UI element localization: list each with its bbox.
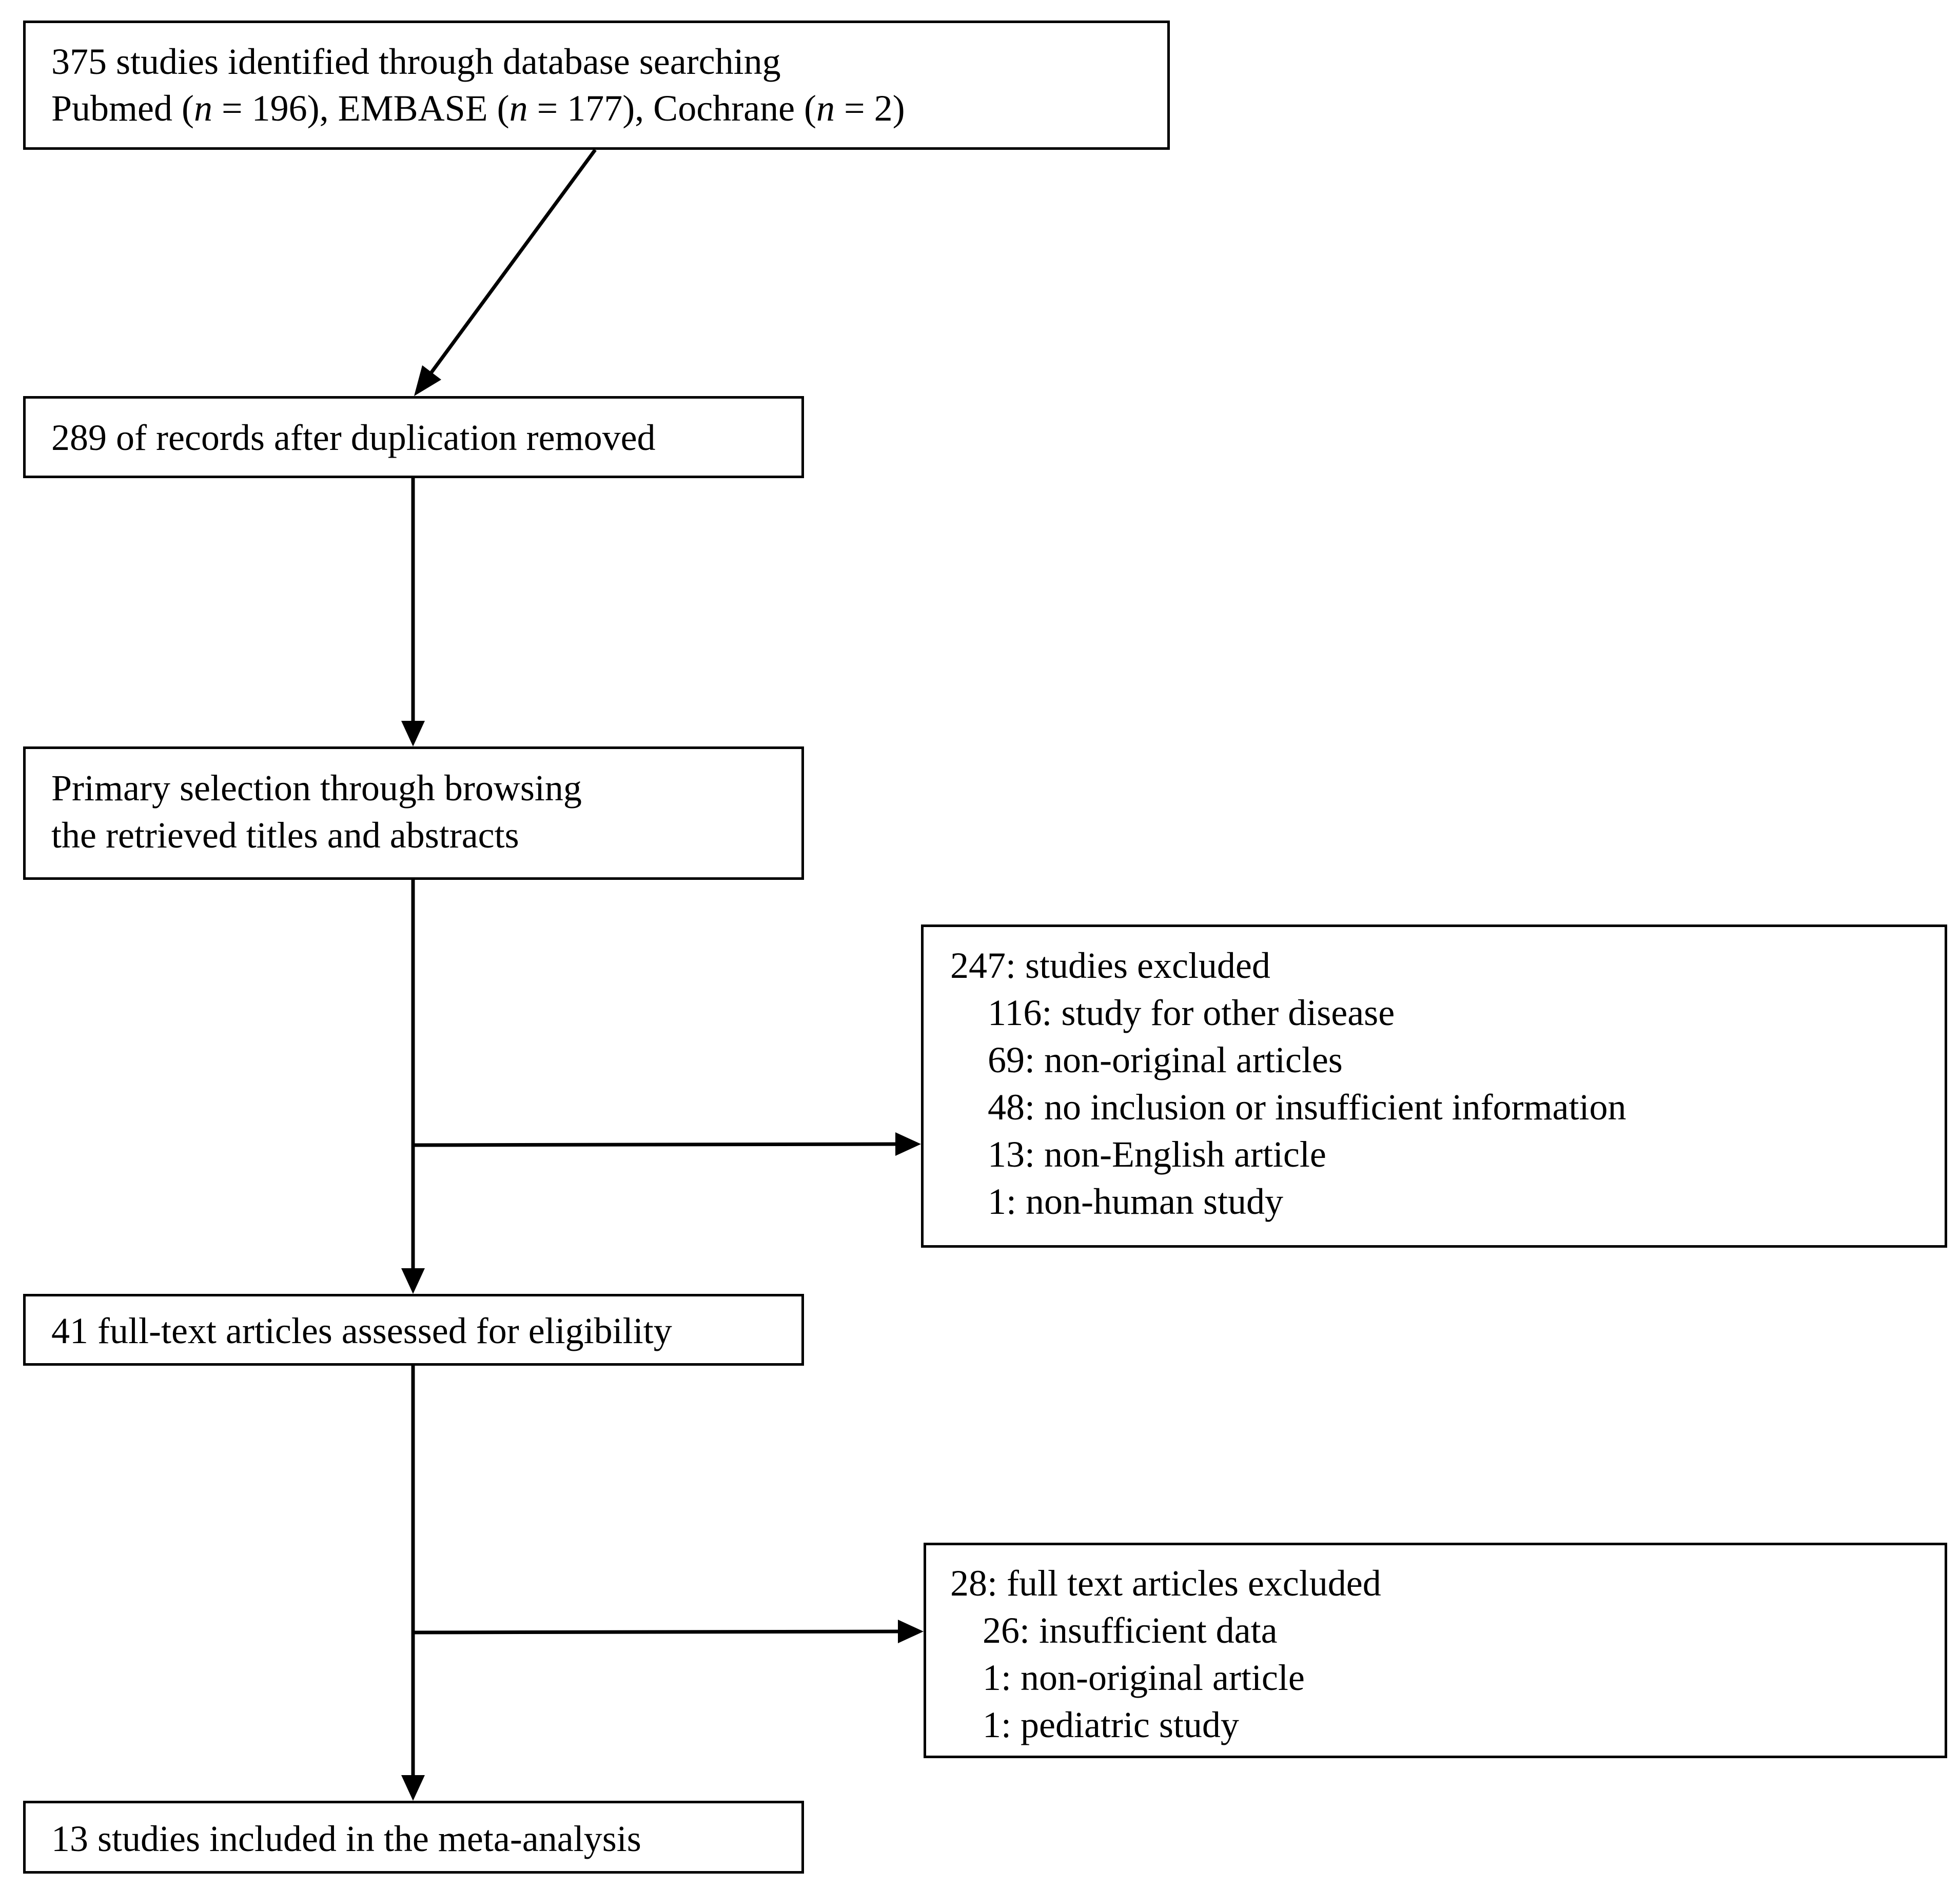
excluded-reason: 13: non-English article bbox=[988, 1134, 1326, 1175]
excluded-fulltext-reason: 1: pediatric study bbox=[983, 1704, 1239, 1745]
search-box bbox=[23, 21, 1170, 150]
arrow-search-to-dedup bbox=[429, 148, 597, 375]
primary-selection-text-2: the retrieved titles and abstracts bbox=[51, 815, 519, 856]
arrowhead-excluded2 bbox=[898, 1620, 924, 1643]
arrowhead-included bbox=[401, 1775, 425, 1801]
excluded-reason: 116: study for other disease bbox=[988, 992, 1395, 1033]
dedup-text: 289 of records after duplication removed bbox=[51, 417, 656, 458]
excluded-reason: 69: non-original articles bbox=[988, 1039, 1343, 1080]
fulltext-text: 41 full-text articles assessed for eligi… bbox=[51, 1310, 672, 1351]
arrowhead-primary bbox=[401, 721, 425, 746]
excluded-fulltext-reason: 26: insufficient data bbox=[983, 1610, 1278, 1651]
arrow-to-excluded1 bbox=[413, 1142, 896, 1147]
primary-selection-text-1: Primary selection through browsing bbox=[51, 768, 582, 809]
excluded-fulltext-reason: 1: non-original article bbox=[983, 1657, 1305, 1698]
search-sources-text: Pubmed (n = 196), EMBASE (n = 177), Coch… bbox=[51, 88, 905, 129]
excluded-studies-box bbox=[921, 924, 1947, 1248]
fulltext-box bbox=[23, 1294, 804, 1366]
excluded-fulltext-box bbox=[924, 1543, 1947, 1758]
excluded-fulltext-title: 28: full text articles excluded bbox=[950, 1563, 1381, 1604]
dedup-box bbox=[23, 396, 804, 478]
arrow-to-excluded2 bbox=[413, 1629, 898, 1635]
excluded-reason: 1: non-human study bbox=[988, 1181, 1283, 1222]
arrowhead-fulltext bbox=[401, 1268, 425, 1294]
search-count-text: 375 studies identified through database … bbox=[51, 41, 781, 82]
arrowhead-excluded1 bbox=[895, 1132, 921, 1156]
arrowhead-dedup bbox=[414, 365, 441, 396]
included-text: 13 studies included in the meta-analysis bbox=[51, 1818, 641, 1859]
excluded-studies-title: 247: studies excluded bbox=[950, 945, 1270, 986]
excluded-reason: 48: no inclusion or insufficient informa… bbox=[988, 1087, 1626, 1128]
primary-selection-box bbox=[23, 746, 804, 880]
included-box bbox=[23, 1801, 804, 1874]
